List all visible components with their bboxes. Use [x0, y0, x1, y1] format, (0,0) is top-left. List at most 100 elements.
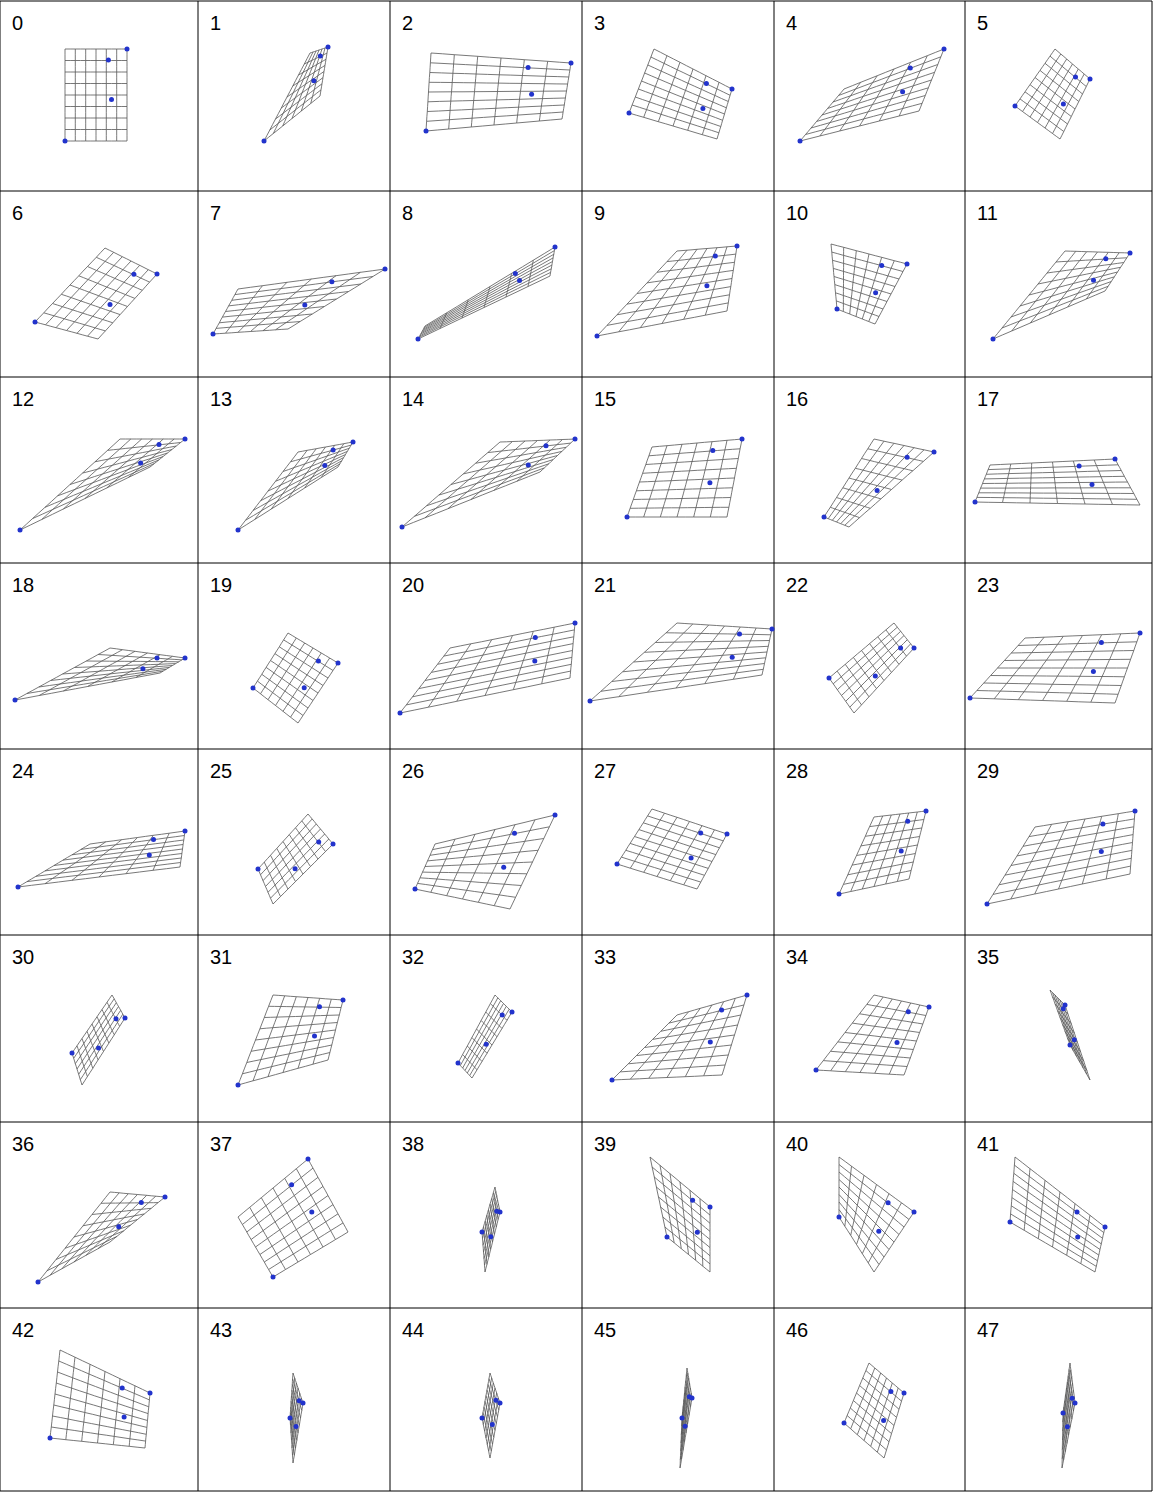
control-point — [627, 111, 632, 116]
warped-grid — [38, 1192, 165, 1282]
control-point — [526, 463, 531, 468]
cell-number: 5 — [977, 13, 988, 33]
control-point — [297, 1398, 302, 1403]
control-point — [1103, 256, 1108, 261]
cell-number: 30 — [12, 947, 34, 967]
warped-grid — [482, 1373, 500, 1458]
warped-grid — [627, 439, 742, 517]
control-point — [665, 1235, 670, 1240]
control-point — [1113, 457, 1118, 462]
cell-number: 19 — [210, 575, 232, 595]
control-point — [900, 89, 905, 94]
control-point — [1070, 1396, 1075, 1401]
control-point — [968, 696, 973, 701]
control-point — [293, 866, 298, 871]
control-point — [985, 902, 990, 907]
control-point — [148, 1391, 153, 1396]
control-point — [183, 656, 188, 661]
cell-number: 44 — [402, 1320, 424, 1340]
control-point — [737, 631, 742, 636]
control-point — [400, 525, 405, 530]
cell-number: 42 — [12, 1320, 34, 1340]
control-point — [1091, 669, 1096, 674]
cell-number: 36 — [12, 1134, 34, 1154]
control-point — [1008, 1220, 1013, 1225]
control-point — [888, 1389, 893, 1394]
warped-grid — [831, 244, 907, 324]
cell-border — [0, 1122, 1152, 1123]
control-point — [625, 515, 630, 520]
warped-grid — [829, 623, 914, 713]
control-point — [33, 320, 38, 325]
control-point — [1013, 104, 1018, 109]
control-point — [1061, 1411, 1066, 1416]
cell-border — [774, 1, 775, 1491]
cell-border — [0, 191, 1152, 192]
control-point — [1099, 640, 1104, 645]
control-point — [311, 78, 316, 83]
control-point — [588, 699, 593, 704]
control-point — [312, 1033, 317, 1038]
cell-number: 25 — [210, 761, 232, 781]
control-point — [341, 998, 346, 1003]
control-point — [908, 66, 913, 71]
control-point — [927, 1005, 932, 1010]
cell-border — [0, 749, 1152, 750]
control-point — [498, 1401, 503, 1406]
control-point — [924, 809, 929, 814]
cell-number: 26 — [402, 761, 424, 781]
control-point — [155, 272, 160, 277]
control-point — [114, 1016, 119, 1021]
warped-grid — [418, 247, 555, 339]
warped-grid — [402, 439, 575, 527]
control-point — [569, 61, 574, 66]
cell-border — [0, 563, 1152, 564]
control-point — [493, 1398, 498, 1403]
control-point — [140, 666, 145, 671]
control-point — [814, 1068, 819, 1073]
control-point — [139, 1200, 144, 1205]
control-point — [700, 106, 705, 111]
control-point — [123, 1016, 128, 1021]
control-point — [151, 837, 156, 842]
control-point — [690, 1198, 695, 1203]
control-point — [610, 1078, 615, 1083]
control-point — [879, 263, 884, 268]
warped-grid — [993, 251, 1130, 339]
control-point — [529, 92, 534, 97]
control-point — [615, 862, 620, 867]
control-point — [318, 54, 323, 59]
cell-number: 9 — [594, 203, 605, 223]
warped-grid — [258, 814, 333, 904]
control-point — [501, 865, 506, 870]
warped-grid — [800, 49, 944, 141]
cell-number: 39 — [594, 1134, 616, 1154]
warped-grid — [680, 1368, 692, 1468]
control-point — [1100, 821, 1105, 826]
cell-number: 0 — [12, 13, 23, 33]
control-point — [1091, 278, 1096, 283]
control-point — [770, 627, 775, 632]
warped-grid — [612, 995, 747, 1080]
cell-number: 20 — [402, 575, 424, 595]
control-point — [532, 658, 537, 663]
control-point — [16, 885, 21, 890]
control-point — [512, 831, 517, 836]
warped-grid — [65, 49, 127, 141]
cell-border — [0, 377, 1152, 378]
control-point — [262, 139, 267, 144]
warped-grid — [816, 995, 929, 1075]
cell-number: 11 — [977, 203, 998, 223]
control-point — [1138, 631, 1143, 636]
cell-number: 41 — [977, 1134, 999, 1154]
control-point — [500, 1012, 505, 1017]
cell-number: 28 — [786, 761, 808, 781]
cell-number: 45 — [594, 1320, 616, 1340]
control-point — [1088, 77, 1093, 82]
control-point — [331, 842, 336, 847]
control-point — [1061, 1006, 1066, 1011]
control-point — [13, 698, 18, 703]
cell-number: 2 — [402, 13, 413, 33]
control-point — [687, 1394, 692, 1399]
